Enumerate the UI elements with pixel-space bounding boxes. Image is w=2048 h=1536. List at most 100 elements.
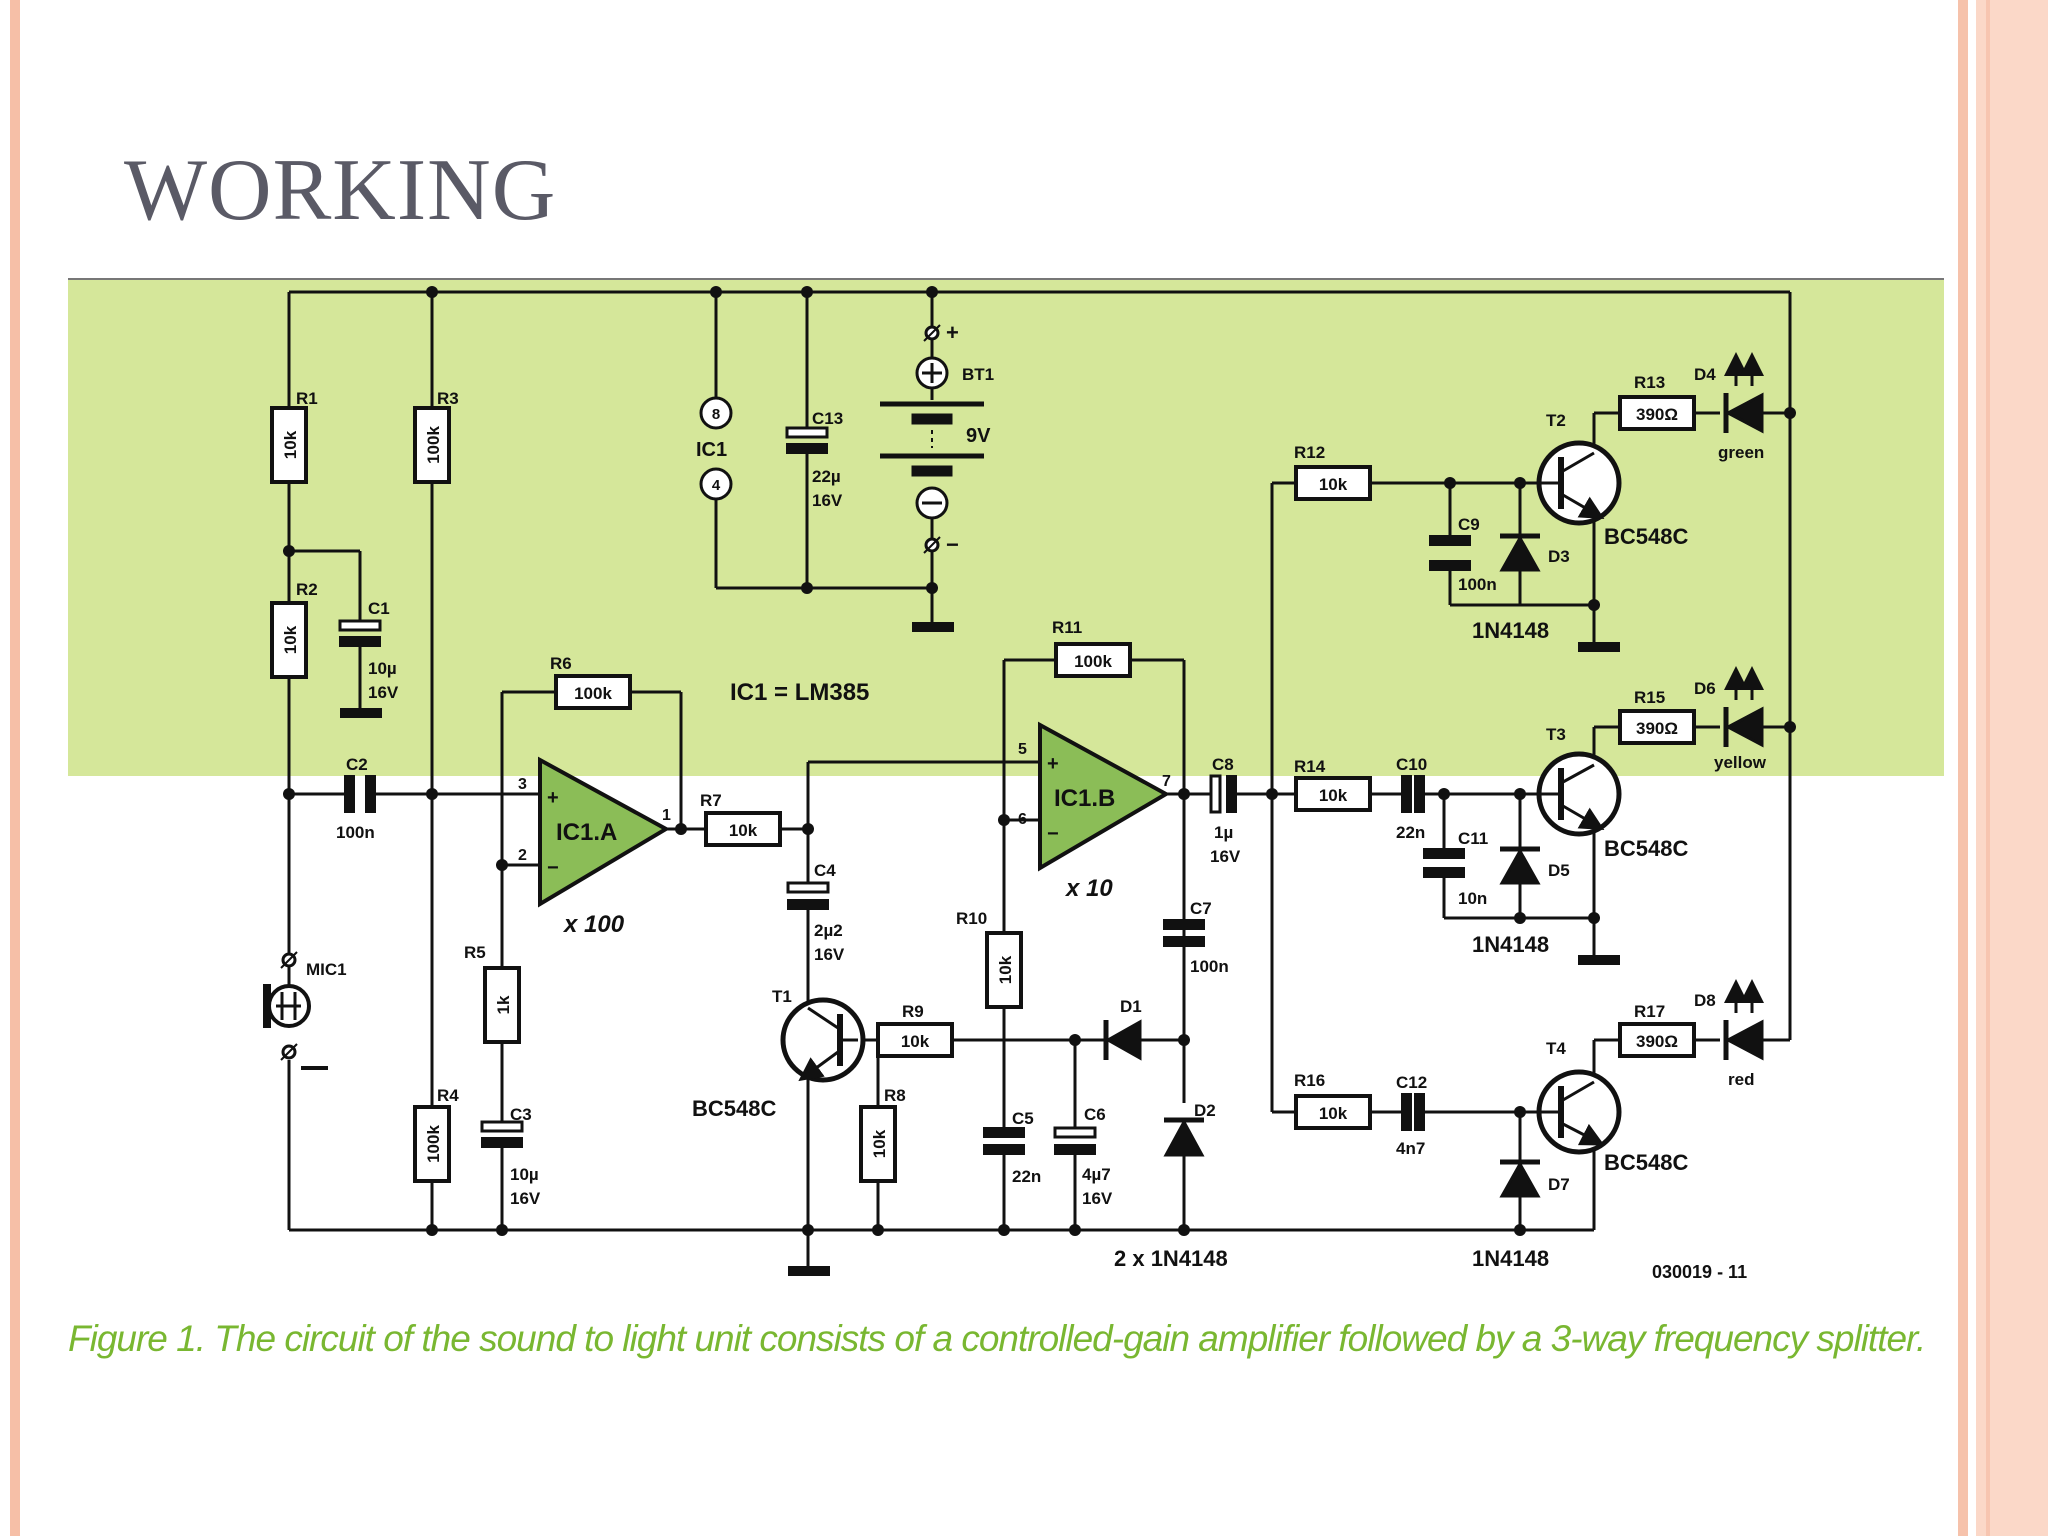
opamp-b-name: IC1.B	[1054, 785, 1115, 812]
r6-value: 100k	[574, 684, 612, 703]
r8-label: R8	[884, 1086, 906, 1105]
d5-type: 1N4148	[1472, 932, 1549, 957]
c4-value: 2µ2	[814, 921, 843, 940]
c5-label: C5	[1012, 1109, 1034, 1128]
ic1-equation: IC1 = LM385	[730, 679, 869, 706]
t2-type: BC548C	[1604, 524, 1688, 549]
opamp-b-minus: −	[1047, 823, 1059, 845]
d3-type: 1N4148	[1472, 618, 1549, 643]
opamp-b: IC1.B + − 5 6 7 x 10	[1018, 721, 1171, 902]
opamp-a-minus: −	[547, 857, 559, 879]
c12-label: C12	[1396, 1073, 1427, 1092]
right-border-inner	[1958, 0, 1968, 1536]
c6-value: 4µ7	[1082, 1165, 1111, 1184]
c11-label: C11	[1458, 829, 1488, 848]
right-border-outer	[1976, 0, 2048, 1536]
t4-label: T4	[1546, 1039, 1566, 1058]
c2-value: 100n	[336, 823, 375, 842]
d4-label: D4	[1694, 365, 1716, 384]
d7-type: 1N4148	[1472, 1246, 1549, 1271]
r16-label: R16	[1294, 1071, 1325, 1090]
r13-label: R13	[1634, 373, 1665, 392]
c7-value: 100n	[1190, 957, 1229, 976]
battery-label: BT1	[962, 365, 994, 384]
r4-label: R4	[437, 1086, 459, 1105]
wires	[287, 290, 1792, 1268]
c6-label: C6	[1084, 1105, 1106, 1124]
d6-color: yellow	[1714, 753, 1767, 772]
slide-title: WORKING	[124, 142, 557, 239]
battery-minus: −	[946, 532, 959, 557]
battery-voltage: 9V	[966, 425, 991, 447]
figure-caption: Figure 1. The circuit of the sound to li…	[68, 1318, 1926, 1359]
figure-code: 030019 - 11	[1652, 1262, 1747, 1282]
r16-value: 10k	[1319, 1104, 1348, 1123]
opamp-b-pin-minus: 6	[1018, 811, 1027, 828]
diodes	[1103, 533, 1541, 1198]
opamp-a: IC1.A + − 3 2 1 x 100	[518, 756, 671, 938]
left-border	[10, 0, 20, 1536]
c8-value: 1µ	[1214, 823, 1233, 842]
battery-plus: +	[946, 320, 959, 345]
r5-label: R5	[464, 943, 486, 962]
r10-label: R10	[956, 909, 987, 928]
opamp-a-pin-plus: 3	[518, 776, 527, 793]
c7-label: C7	[1190, 899, 1212, 918]
ic1-pin8: 8	[712, 406, 720, 423]
highlight-band	[68, 280, 1944, 776]
junctions	[283, 286, 1796, 1236]
c8-voltage: 16V	[1210, 847, 1241, 866]
d3-label: D3	[1548, 547, 1570, 566]
c3-value: 10µ	[510, 1165, 539, 1184]
c10-value: 22n	[1396, 823, 1425, 842]
r11-label: R11	[1052, 618, 1082, 637]
led-labels: D4 green D6 yellow D8 red	[1694, 365, 1767, 1089]
r8-value: 10k	[870, 1129, 889, 1158]
t1-type: BC548C	[692, 1096, 776, 1121]
c1-value: 10µ	[368, 659, 397, 678]
t2-label: T2	[1546, 411, 1566, 430]
c2-label: C2	[346, 755, 368, 774]
resistor-bodies	[270, 395, 1696, 1183]
r15-value: 390Ω	[1636, 719, 1678, 738]
resistor-names: R1 R2 R3 R4 R5 R6 R7 R8 R9 R10 R11 R12 R…	[296, 373, 1665, 1105]
battery: BT1 9V + −	[880, 320, 994, 557]
c3-label: C3	[510, 1105, 532, 1124]
r7-label: R7	[700, 791, 722, 810]
c9-value: 100n	[1458, 575, 1497, 594]
r12-value: 10k	[1319, 475, 1348, 494]
opamp-b-plus: +	[1047, 753, 1059, 775]
c13-label: C13	[812, 409, 843, 428]
c5-value: 22n	[1012, 1167, 1041, 1186]
r13-value: 390Ω	[1636, 405, 1678, 424]
c3-voltage: 16V	[510, 1189, 541, 1208]
capacitor-labels: C1 10µ 16V C2 100n C3 10µ 16V C4 2µ2 16V…	[336, 409, 1497, 1208]
ground-symbols	[340, 622, 1620, 1276]
r7-value: 10k	[729, 821, 758, 840]
opamp-b-pin-out: 7	[1162, 773, 1171, 790]
t3-type: BC548C	[1604, 836, 1688, 861]
mic-label: MIC1	[306, 960, 347, 979]
c1-voltage: 16V	[368, 683, 399, 702]
r2-label: R2	[296, 580, 318, 599]
c11-value: 10n	[1458, 889, 1487, 908]
c1-label: C1	[368, 599, 390, 618]
transistor-t3: T3 BC548C	[1536, 725, 1688, 861]
c10-label: C10	[1396, 755, 1427, 774]
r14-value: 10k	[1319, 786, 1348, 805]
r14-label: R14	[1294, 757, 1326, 776]
d1-label: D1	[1120, 997, 1142, 1016]
transistor-t1: T1 BC548C	[692, 987, 866, 1121]
opamp-a-name: IC1.A	[556, 819, 617, 846]
r3-label: R3	[437, 389, 459, 408]
c13-value: 22µ	[812, 467, 841, 486]
d4-color: green	[1718, 443, 1764, 462]
r9-label: R9	[902, 1002, 924, 1021]
c8-label: C8	[1212, 755, 1234, 774]
r12-label: R12	[1294, 443, 1325, 462]
ic1-pin4: 4	[712, 477, 721, 494]
d5-label: D5	[1548, 861, 1570, 880]
r1-value: 10k	[281, 430, 300, 459]
d8-label: D8	[1694, 991, 1716, 1010]
r11-value: 100k	[1074, 652, 1112, 671]
